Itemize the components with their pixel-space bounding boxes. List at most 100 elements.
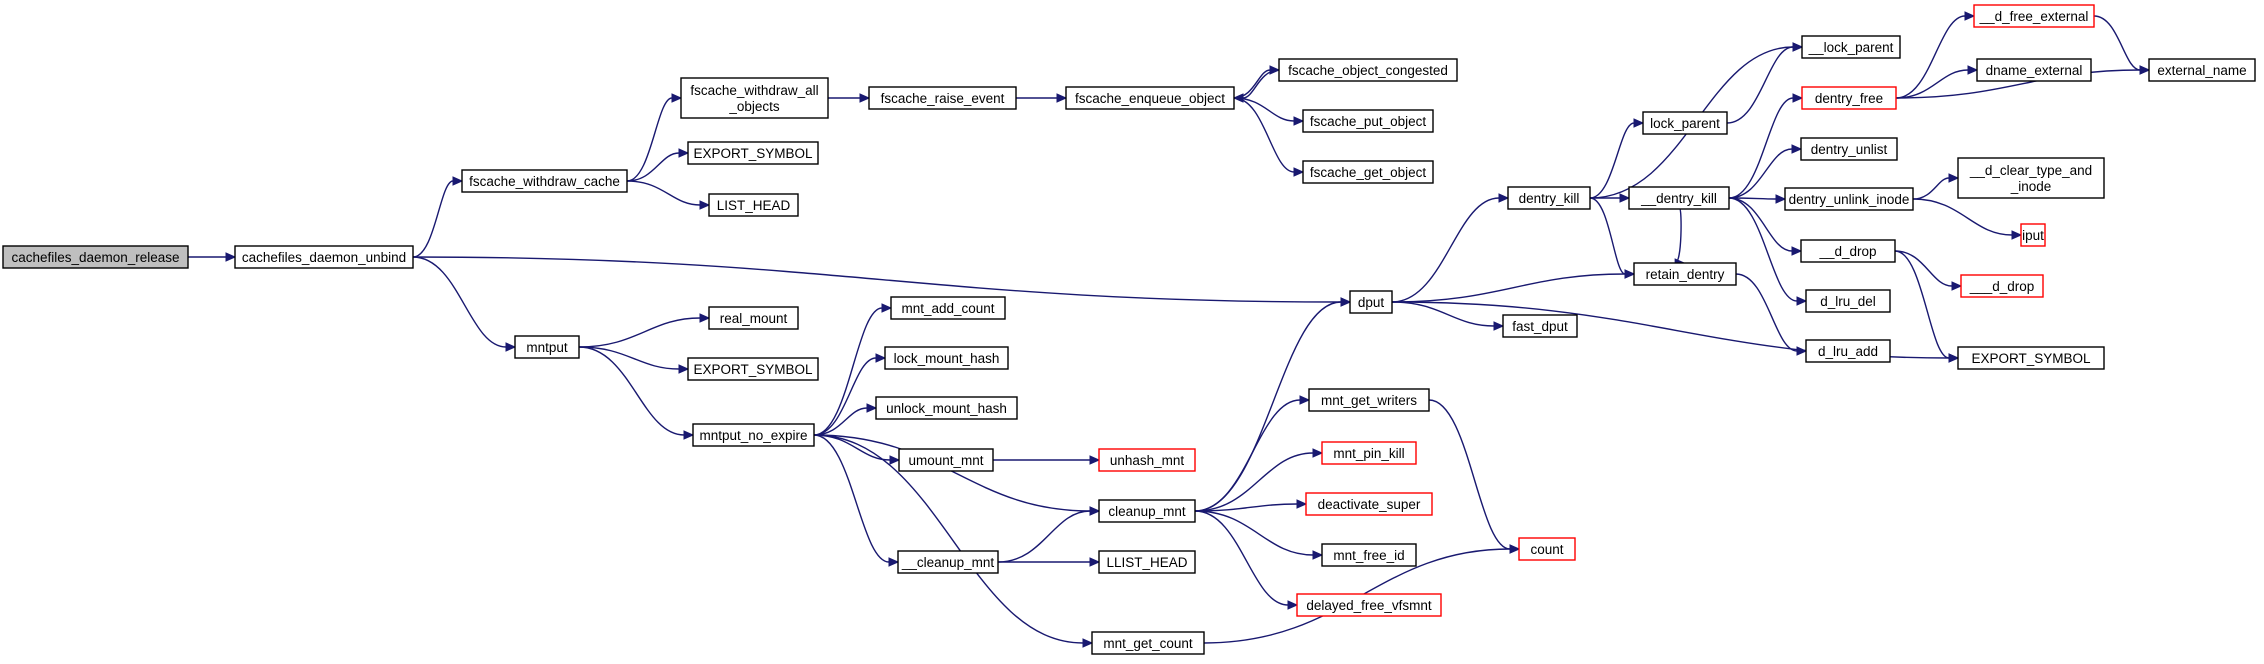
node-label: _inode xyxy=(2010,179,2052,194)
node-label: umount_mnt xyxy=(908,453,983,468)
edge-mntput-to-real-mount xyxy=(578,313,711,348)
edge-cleanup-mnt-to-mnt-free-id xyxy=(1194,510,1324,560)
node-fscache-get-object[interactable]: fscache_get_object xyxy=(1302,160,1434,184)
node-mntput[interactable]: mntput xyxy=(514,335,580,359)
node-label: dput xyxy=(1358,295,1385,310)
arrowhead-icon xyxy=(699,313,711,323)
edge-fscache-object-congested-to-fscache-enqueue-object xyxy=(1232,69,1280,103)
node-external-name[interactable]: external_name xyxy=(2148,58,2256,82)
node-real-mount[interactable]: real_mount xyxy=(708,306,799,330)
node-mnt-get-writers[interactable]: mnt_get_writers xyxy=(1308,388,1430,412)
node-iput[interactable]: iput xyxy=(2020,223,2046,247)
edge-cachefiles-daemon-unbind-to-dput xyxy=(412,256,1352,307)
node-unlock-mount-hash[interactable]: unlock_mount_hash xyxy=(875,396,1018,420)
node-dentry-kill[interactable]: dentry_kill xyxy=(1507,186,1591,210)
node-label: delayed_free_vfsmnt xyxy=(1306,598,1432,613)
node-label: EXPORT_SYMBOL xyxy=(1971,351,2091,366)
node-d-lru-add[interactable]: d_lru_add xyxy=(1805,339,1891,363)
edge-dentry-kill-to-dentry-free xyxy=(1728,93,1804,199)
edge-line xyxy=(1233,97,1295,122)
node-mntput-no-expire[interactable]: mntput_no_expire xyxy=(692,423,815,447)
edge-dput-to-dentry-kill xyxy=(1391,193,1510,303)
node-label: _objects xyxy=(728,99,780,114)
node-fscache-enqueue-object[interactable]: fscache_enqueue_object xyxy=(1065,86,1235,110)
node-label: fscache_enqueue_object xyxy=(1075,91,1225,106)
node-fscache-put-object[interactable]: fscache_put_object xyxy=(1302,109,1434,133)
edge-line xyxy=(1735,273,1798,352)
node-lock-mount-hash[interactable]: lock_mount_hash xyxy=(884,346,1009,370)
node-box xyxy=(1801,35,1901,59)
node-dput[interactable]: dput xyxy=(1349,290,1393,314)
edge-cleanup-mnt-to-mnt-pin-kill xyxy=(1194,448,1324,512)
arrowhead-icon xyxy=(1792,93,1804,103)
node-dentry-unlist[interactable]: dentry_unlist xyxy=(1800,137,1898,161)
edge-line xyxy=(1391,197,1500,303)
edge-line xyxy=(1194,452,1314,512)
edge-line xyxy=(1894,250,1953,287)
node-dentry-free[interactable]: dentry_free xyxy=(1801,86,1897,110)
node-d-drop[interactable]: ___d_drop xyxy=(1960,274,2044,298)
edge-dentry-kill-to-d-drop xyxy=(1728,197,1803,256)
node-lock-parent[interactable]: lock_parent xyxy=(1642,111,1728,135)
node-label: cachefiles_daemon_release xyxy=(11,250,179,265)
arrowhead-icon xyxy=(671,93,683,103)
edge-line xyxy=(1428,399,1511,550)
arrowhead-icon xyxy=(1964,11,1976,21)
arrowhead-icon xyxy=(859,93,871,103)
edge-line xyxy=(1728,197,1793,252)
node-dentry-kill[interactable]: __dentry_kill xyxy=(1628,186,1730,210)
arrowhead-icon xyxy=(881,303,893,313)
node-lock-parent[interactable]: __lock_parent xyxy=(1801,35,1901,59)
node-label: cleanup_mnt xyxy=(1108,504,1186,519)
arrowhead-icon xyxy=(875,353,887,363)
node-umount-mnt[interactable]: umount_mnt xyxy=(898,448,994,472)
node-fscache-withdraw-cache[interactable]: fscache_withdraw_cache xyxy=(461,169,628,193)
node-fast-dput[interactable]: fast_dput xyxy=(1502,314,1578,338)
node-deactivate-super[interactable]: deactivate_super xyxy=(1305,492,1433,516)
node-mnt-free-id[interactable]: mnt_free_id xyxy=(1321,543,1417,567)
node-fscache-raise-event[interactable]: fscache_raise_event xyxy=(868,86,1017,110)
node-label: ___d_drop xyxy=(1969,279,2035,294)
node-retain-dentry[interactable]: retain_dentry xyxy=(1633,262,1737,286)
node-box xyxy=(1305,492,1433,516)
node-d-drop[interactable]: __d_drop xyxy=(1800,239,1896,263)
node-mnt-pin-kill[interactable]: mnt_pin_kill xyxy=(1321,441,1417,465)
node-d-free-external[interactable]: __d_free_external xyxy=(1973,4,2095,28)
node-fscache-withdraw-all-objects[interactable]: fscache_withdraw_all_objects xyxy=(680,77,829,119)
node-export-symbol-a[interactable]: EXPORT_SYMBOL xyxy=(687,141,819,165)
node-export-symbol-c[interactable]: EXPORT_SYMBOL xyxy=(1957,346,2105,370)
node-label: dentry_free xyxy=(1815,91,1883,106)
node-llist-head[interactable]: LLIST_HEAD xyxy=(1098,550,1196,574)
node-cachefiles-daemon-release[interactable]: cachefiles_daemon_release xyxy=(2,245,189,269)
node-export-symbol-b[interactable]: EXPORT_SYMBOL xyxy=(687,357,819,381)
node-unhash-mnt[interactable]: unhash_mnt xyxy=(1098,448,1196,472)
edge-line xyxy=(813,357,877,436)
arrowhead-icon xyxy=(1624,269,1636,279)
edge-line xyxy=(1194,399,1301,512)
node-count[interactable]: count xyxy=(1518,537,1576,561)
node-dentry-unlink-inode[interactable]: dentry_unlink_inode xyxy=(1784,187,1914,211)
arrowhead-icon xyxy=(1948,353,1960,363)
node-mnt-get-count[interactable]: mnt_get_count xyxy=(1091,631,1205,655)
node-box xyxy=(461,169,628,193)
edge-fscache-enqueue-object-to-fscache-get-object xyxy=(1233,97,1305,177)
node-box xyxy=(1065,86,1235,110)
node-delayed-free-vfsmnt[interactable]: delayed_free_vfsmnt xyxy=(1296,593,1442,617)
edge-cleanup-mnt-to-deactivate-super xyxy=(1194,499,1308,512)
edge-line xyxy=(1912,198,2013,236)
edge-mntput-no-expire-to-cleanup-mnt xyxy=(813,434,900,567)
edge-mntput-to-mntput-no-expire xyxy=(578,346,695,440)
edge-fscache-withdraw-all-objects-to-fscache-raise-event xyxy=(828,93,871,103)
node-label: count xyxy=(1530,542,1563,557)
node-label: mnt_free_id xyxy=(1333,548,1404,563)
node-cleanup-mnt[interactable]: __cleanup_mnt xyxy=(897,550,999,574)
node-dname-external[interactable]: dname_external xyxy=(1976,58,2092,82)
node-cleanup-mnt[interactable]: cleanup_mnt xyxy=(1098,499,1196,523)
node-mnt-add-count[interactable]: mnt_add_count xyxy=(890,296,1006,320)
node-d-lru-del[interactable]: d_lru_del xyxy=(1805,289,1891,313)
node-cachefiles-daemon-unbind[interactable]: cachefiles_daemon_unbind xyxy=(234,245,414,269)
node-list-head[interactable]: LIST_HEAD xyxy=(708,193,799,217)
node-d-clear-type-and-inode[interactable]: __d_clear_type_and_inode xyxy=(1957,157,2105,199)
node-fscache-object-congested[interactable]: fscache_object_congested xyxy=(1278,58,1458,82)
node-label: __cleanup_mnt xyxy=(901,555,995,570)
